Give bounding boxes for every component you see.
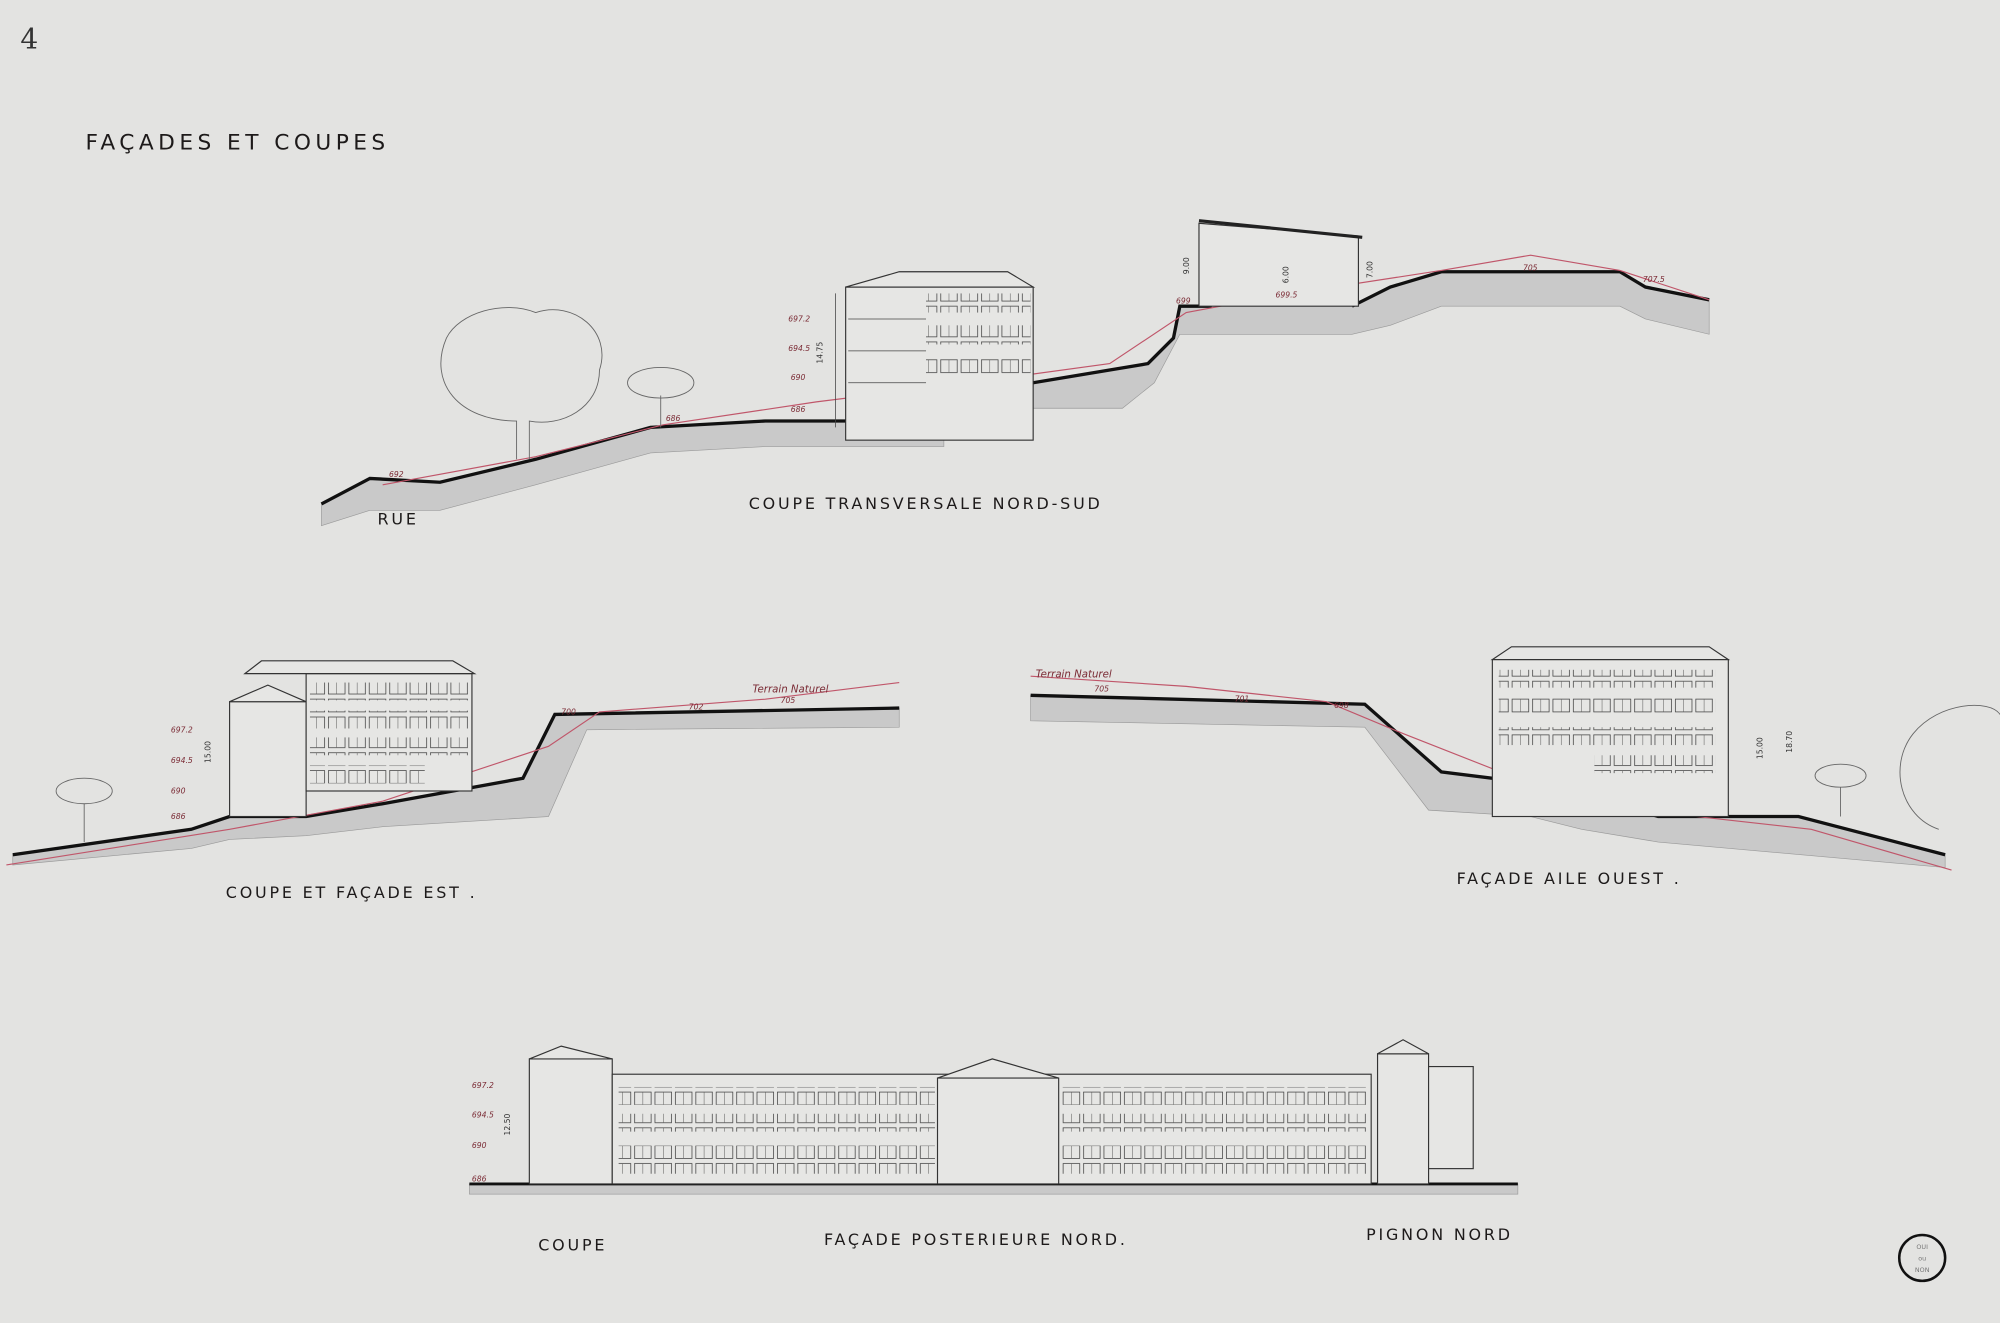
svg-text:697.2: 697.2 <box>788 314 810 323</box>
svg-text:ou: ou <box>1918 1254 1926 1262</box>
svg-text:697.2: 697.2 <box>472 1081 494 1090</box>
height-dimension: 18.70 <box>1785 731 1794 753</box>
height-dimension: 15.00 <box>203 741 212 763</box>
svg-text:705: 705 <box>781 696 796 705</box>
svg-text:707.5: 707.5 <box>1643 275 1665 284</box>
svg-text:NON: NON <box>1915 1266 1930 1274</box>
section-north-south: 14.75 9.00 7.00 6.00 692 697.2 694.5 690… <box>320 219 1710 528</box>
svg-text:701: 701 <box>1235 695 1250 704</box>
svg-text:705: 705 <box>1523 263 1538 272</box>
sheet-title: FAÇADES ET COUPES <box>85 130 389 155</box>
section-title: COUPE ET FAÇADE EST . <box>226 883 478 902</box>
tree-icon <box>440 307 603 460</box>
svg-text:686: 686 <box>666 414 681 423</box>
svg-text:692: 692 <box>389 470 404 479</box>
sheet-number: 4 <box>20 22 38 55</box>
street-label: RUE <box>378 509 419 528</box>
svg-text:686: 686 <box>171 812 186 821</box>
svg-text:700: 700 <box>561 707 576 716</box>
elevation-markers: 705 701 698 <box>1094 684 1349 710</box>
svg-text:699: 699 <box>1176 297 1191 306</box>
facade-west-wing: Terrain Naturel 15.00 18.70 705 701 698 … <box>1030 646 2000 888</box>
hall-dimension: 7.00 <box>1365 261 1374 278</box>
height-dimension: 14.75 <box>816 342 825 364</box>
terrain-label: Terrain Naturel <box>753 685 829 696</box>
section-title: FAÇADE AILE OUEST . <box>1457 869 1682 888</box>
svg-text:694.5: 694.5 <box>472 1111 494 1120</box>
terrain-label: Terrain Naturel <box>1036 669 1112 680</box>
svg-text:694.5: 694.5 <box>788 344 810 353</box>
gable-label: PIGNON NORD <box>1366 1225 1513 1244</box>
section-label-coupe: COUPE <box>538 1235 607 1254</box>
elevation-markers: 697.2 694.5 690 686 700 702 705 <box>171 696 795 821</box>
svg-text:690: 690 <box>472 1141 487 1150</box>
height-dimension: 15.00 <box>1756 737 1765 759</box>
tree-icon <box>627 366 695 399</box>
svg-text:698: 698 <box>1334 701 1349 710</box>
section-title: COUPE TRANSVERSALE NORD-SUD <box>749 494 1103 513</box>
svg-text:697.2: 697.2 <box>171 725 193 734</box>
elevation-markers: 697.2 694.5 690 686 <box>472 1081 494 1183</box>
facade-north: 12.50 697.2 694.5 690 686 COUPE FAÇADE P… <box>469 1039 1519 1254</box>
svg-text:686: 686 <box>791 405 806 414</box>
tree-icon <box>1899 704 2000 830</box>
svg-text:694.5: 694.5 <box>171 756 193 765</box>
elevation-markers: 692 697.2 694.5 690 686 686 699 699.5 70… <box>389 263 1665 479</box>
svg-text:705: 705 <box>1094 684 1109 693</box>
svg-text:690: 690 <box>791 373 806 382</box>
height-dimension: 12.50 <box>503 1113 512 1135</box>
svg-text:699.5: 699.5 <box>1276 290 1298 299</box>
hall-dimension: 9.00 <box>1182 257 1191 274</box>
tree-icon <box>55 777 113 805</box>
tree-icon <box>1814 763 1867 788</box>
svg-text:690: 690 <box>171 787 186 796</box>
section-east: Terrain Naturel 15.00 697.2 694.5 690 68… <box>6 660 900 902</box>
svg-text:OUI: OUI <box>1916 1243 1928 1251</box>
svg-text:686: 686 <box>472 1174 487 1183</box>
hall-dimension: 6.00 <box>1281 266 1290 283</box>
section-title: FAÇADE POSTERIEURE NORD. <box>824 1230 1128 1249</box>
approval-stamp: OUI ou NON <box>1897 1233 1947 1283</box>
svg-text:702: 702 <box>689 702 704 711</box>
